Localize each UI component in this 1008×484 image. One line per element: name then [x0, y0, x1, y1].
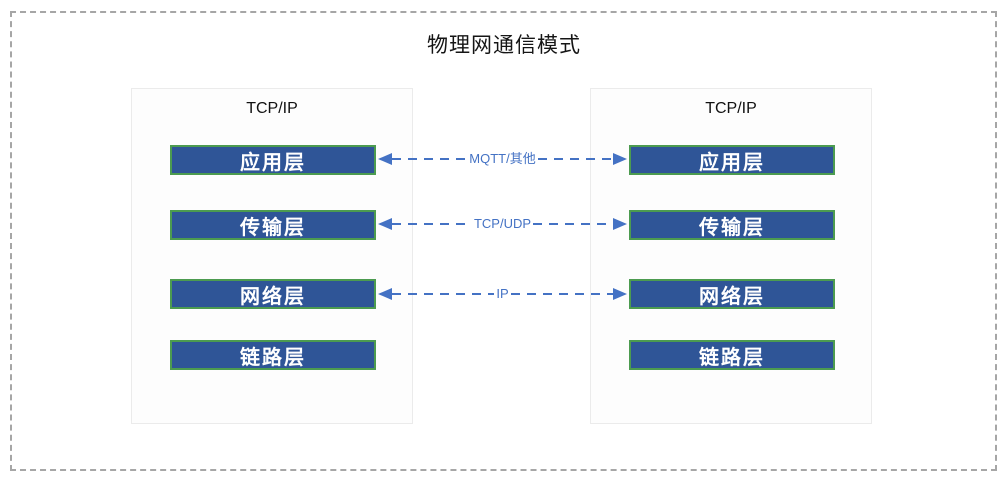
layer-box-application-left: 应用层 [170, 145, 376, 175]
link-label-tcp-udp: TCP/UDP [473, 216, 532, 231]
dashed-line [392, 158, 468, 160]
layer-box-transport-left: 传输层 [170, 210, 376, 240]
dashed-line [392, 293, 495, 295]
arrowhead-right-icon [613, 288, 628, 300]
layer-label: 应用层 [699, 151, 765, 174]
arrowhead-left-icon [378, 218, 392, 230]
page-title: 物理网通信模式 [427, 34, 581, 57]
link-label-mqtt: MQTT/其他 [469, 151, 536, 166]
dashed-line [510, 293, 614, 295]
arrowhead-left-icon [378, 288, 392, 300]
link-arrow-tcp-udp: TCP/UDP [378, 214, 627, 234]
dashed-line [392, 223, 472, 225]
layer-label: 链路层 [699, 346, 765, 369]
protocol-stack-left: TCP/IP 应用层 传输层 网络层 链路层 [131, 88, 413, 424]
layer-label: 传输层 [240, 216, 306, 239]
layer-label: 传输层 [699, 216, 765, 239]
layer-box-application-right: 应用层 [629, 145, 835, 175]
layer-box-link-right: 链路层 [629, 340, 835, 370]
layer-label: 应用层 [240, 151, 306, 174]
stack-title-left: TCP/IP [246, 100, 298, 117]
stack-title-right: TCP/IP [705, 100, 757, 117]
dashed-line [537, 158, 613, 160]
layer-label: 网络层 [699, 285, 765, 308]
arrowhead-right-icon [613, 153, 627, 165]
layer-box-network-right: 网络层 [629, 279, 835, 309]
dashed-line [533, 223, 613, 225]
layer-box-link-left: 链路层 [170, 340, 376, 370]
arrowhead-left-icon [378, 153, 392, 165]
layer-box-network-left: 网络层 [170, 279, 376, 309]
link-arrow-mqtt: MQTT/其他 [378, 149, 627, 169]
layer-box-transport-right: 传输层 [629, 210, 835, 240]
protocol-stack-right: TCP/IP 应用层 传输层 网络层 链路层 [590, 88, 872, 424]
layer-label: 网络层 [240, 285, 306, 308]
link-label-ip: IP [496, 286, 509, 301]
link-arrow-ip: IP [378, 284, 628, 304]
layer-label: 链路层 [240, 346, 306, 369]
arrowhead-right-icon [613, 218, 627, 230]
